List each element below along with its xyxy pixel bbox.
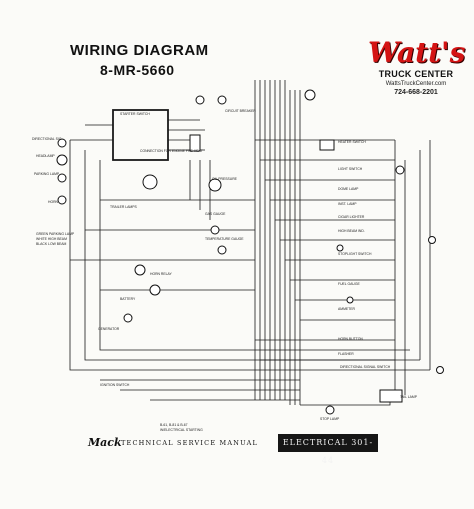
svg-text:TRAILER LAMPS: TRAILER LAMPS <box>110 205 137 209</box>
svg-text:HORN BUTTON: HORN BUTTON <box>338 337 363 341</box>
svg-text:WHITE HIGH BEAM: WHITE HIGH BEAM <box>36 237 67 241</box>
svg-text:CONNECTION FOR ENGINE PRE-HEAT: CONNECTION FOR ENGINE PRE-HEAT <box>140 149 203 153</box>
svg-text:HEATER SWITCH: HEATER SWITCH <box>338 140 366 144</box>
svg-text:DIRECTIONAL SIGNAL SWITCH: DIRECTIONAL SIGNAL SWITCH <box>340 365 391 369</box>
footer-brand: Mack <box>88 436 122 449</box>
manual-footer: Mack TECHNICAL SERVICE MANUAL ELECTRICAL… <box>88 434 384 465</box>
svg-text:DOME LAMP: DOME LAMP <box>338 187 359 191</box>
svg-text:GAS GAUGE: GAS GAUGE <box>205 212 226 216</box>
svg-text:IGNITION SWITCH: IGNITION SWITCH <box>100 383 130 387</box>
svg-text:AMMETER: AMMETER <box>338 307 356 311</box>
svg-text:STOP LAMP: STOP LAMP <box>320 417 340 421</box>
logo-name: Watt's <box>368 36 466 69</box>
svg-text:INST. LAMP: INST. LAMP <box>338 202 357 206</box>
footer-manual-title: TECHNICAL SERVICE MANUAL <box>121 439 259 447</box>
logo-phone: 724-668-2201 <box>394 89 438 96</box>
dealer-logo: Watt's TRUCK CENTER WattsTruckCenter.com… <box>368 36 466 110</box>
diagram-model-number: 8-MR-5660 <box>100 62 175 78</box>
svg-text:FUEL GAUGE: FUEL GAUGE <box>338 282 360 286</box>
svg-text:LIGHT SWITCH: LIGHT SWITCH <box>338 167 363 171</box>
svg-text:OIL PRESSURE: OIL PRESSURE <box>212 177 238 181</box>
svg-text:CIRCUIT BREAKER: CIRCUIT BREAKER <box>225 109 256 113</box>
footer-section-box: ELECTRICAL 301-44 <box>278 434 378 465</box>
svg-text:STARTER SWITCH: STARTER SWITCH <box>120 112 150 116</box>
svg-text:TAIL LAMP: TAIL LAMP <box>400 395 418 399</box>
svg-text:FLASHER: FLASHER <box>338 352 354 356</box>
svg-text:HORN: HORN <box>48 200 59 204</box>
svg-text:STOPLIGHT SWITCH: STOPLIGHT SWITCH <box>338 252 372 256</box>
svg-text:HIGH BEAM IND.: HIGH BEAM IND. <box>338 229 365 233</box>
svg-text:TEMPERATURE GAUGE: TEMPERATURE GAUGE <box>205 237 244 241</box>
svg-text:HEADLAMP: HEADLAMP <box>36 154 55 158</box>
svg-text:B-61, B-81 & B-67: B-61, B-81 & B-67 <box>160 423 188 427</box>
svg-text:HORN RELAY: HORN RELAY <box>150 272 173 276</box>
logo-tagline: TRUCK CENTER <box>378 69 454 79</box>
svg-text:PARKING LAMP: PARKING LAMP <box>34 172 60 176</box>
diagram-title: WIRING DIAGRAM <box>70 42 209 59</box>
svg-text:BATTERY: BATTERY <box>120 297 136 301</box>
svg-text:BLACK LOW BEAM: BLACK LOW BEAM <box>36 242 67 246</box>
svg-text:GENERATOR: GENERATOR <box>98 327 120 331</box>
svg-text:CIGAR LIGHTER: CIGAR LIGHTER <box>338 215 365 219</box>
svg-text:GREEN PARKING LAMP: GREEN PARKING LAMP <box>36 232 75 236</box>
logo-url: WattsTruckCenter.com <box>385 81 447 87</box>
svg-text:DIRECTIONAL SIG.: DIRECTIONAL SIG. <box>32 137 62 141</box>
svg-text:W/ELECTRICAL STARTING: W/ELECTRICAL STARTING <box>160 428 203 432</box>
